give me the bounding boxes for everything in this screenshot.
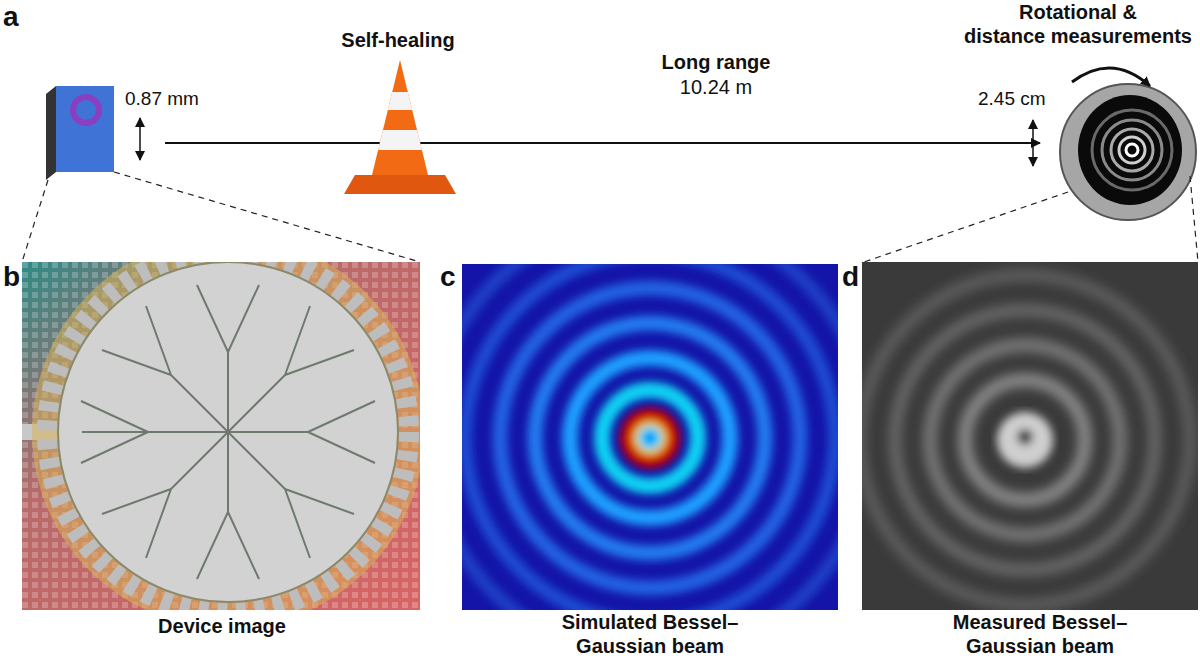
dimension-arrow	[139, 118, 141, 160]
obstacle-cone	[344, 60, 456, 194]
simulated-beam	[462, 264, 838, 610]
annotation-label: Self-healing	[341, 28, 454, 52]
panel-caption: Measured Bessel–Gaussian beam	[915, 610, 1165, 658]
annotation-label: Long range	[662, 50, 771, 74]
target-disk	[1060, 84, 1196, 220]
distance-value: 10.24 m	[680, 75, 752, 99]
dimension-arrow	[1032, 120, 1034, 166]
panel-caption: Simulated Bessel–Gaussian beam	[525, 610, 775, 658]
panel-caption: Device image	[158, 614, 286, 638]
panel-letter: d	[842, 260, 859, 294]
panel-letter: a	[3, 0, 19, 34]
rotation-arrow	[1072, 68, 1150, 86]
annotation-label: Rotational & distance measurements	[958, 0, 1198, 48]
device-micrograph	[22, 262, 420, 610]
zoom-lines	[22, 172, 1198, 262]
propagation-arrow	[165, 142, 1040, 144]
dimension-value: 0.87 mm	[125, 88, 199, 111]
chip-illustration	[46, 86, 114, 180]
measured-beam	[862, 262, 1198, 610]
dimension-value: 2.45 cm	[978, 88, 1046, 111]
panel-letter: b	[3, 260, 20, 294]
panel-letter: c	[440, 260, 456, 294]
